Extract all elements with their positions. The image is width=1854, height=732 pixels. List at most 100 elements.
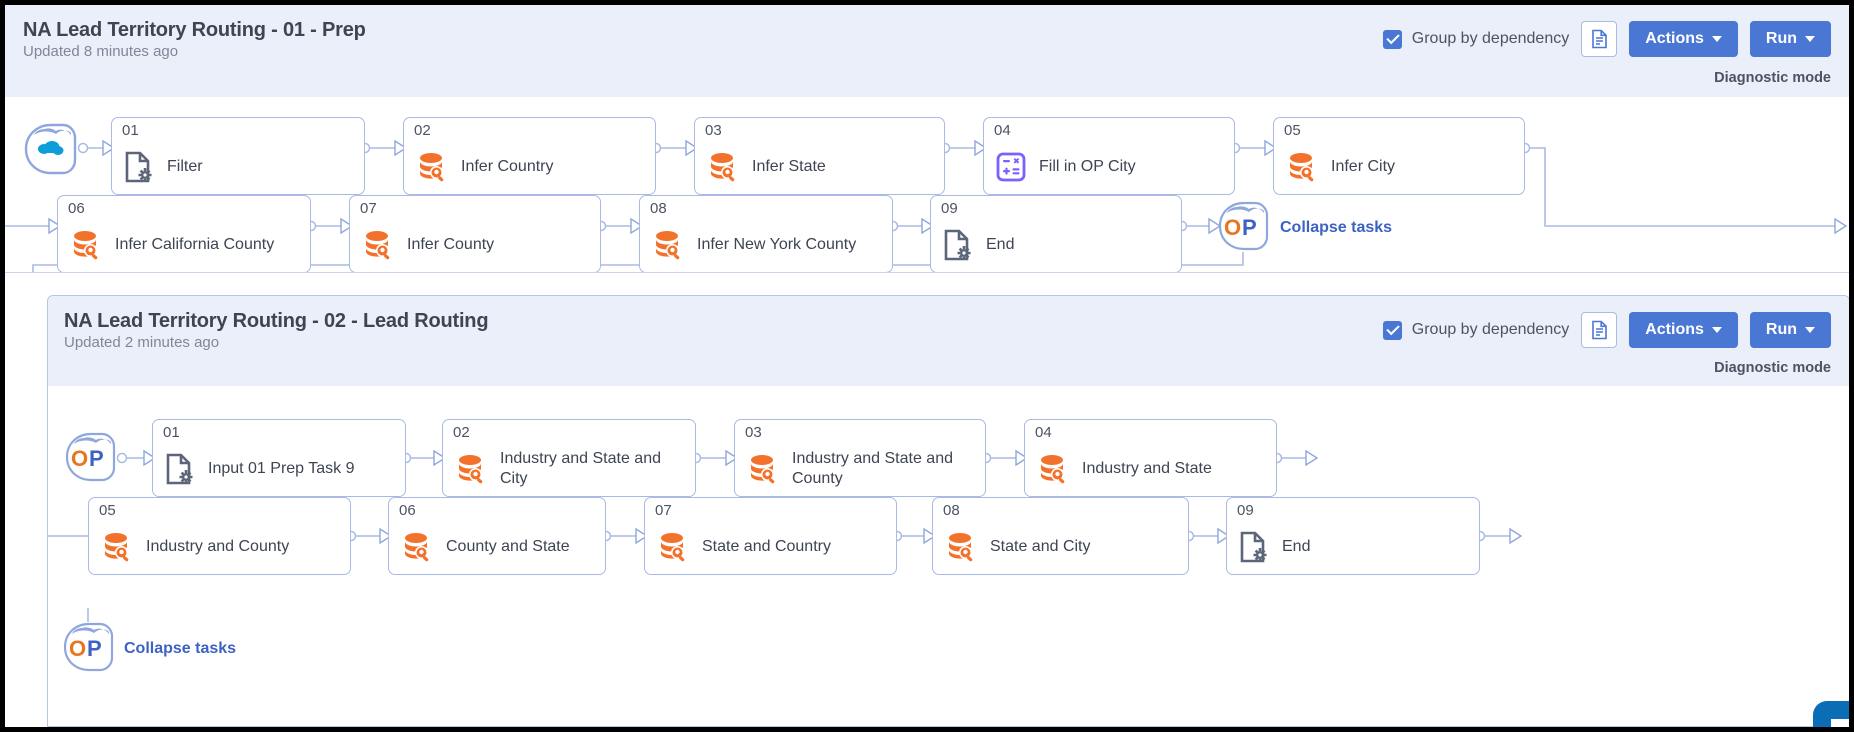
task-label: State and Country [702,537,831,555]
updated-timestamp: Updated 8 minutes ago [23,43,179,60]
database-search-icon [949,533,973,562]
task-card[interactable]: 06 County and State [388,497,606,575]
actions-button[interactable]: Actions [1629,312,1738,348]
op-source-badge-lead-routing[interactable]: O P [64,432,116,484]
group-by-dependency-label: Group by dependency [1411,30,1570,47]
task-number: 08 [943,502,960,519]
diagnostic-mode-label: Diagnostic mode [1714,70,1831,86]
op-collapse-badge-lead-routing[interactable]: O P [62,622,114,674]
task-label: Filter [167,157,203,175]
salesforce-cloud-icon [24,123,77,175]
actions-label: Actions [1645,321,1704,338]
page-title: NA Lead Territory Routing - 01 - Prep [23,19,366,41]
document-button[interactable] [1581,312,1618,348]
database-search-icon [656,231,680,260]
op-badge-icon: O P [1218,201,1269,251]
svg-text:P: P [1242,215,1257,240]
chat-widget-button[interactable] [1787,687,1849,727]
database-search-icon [661,533,685,562]
task-card[interactable]: 07 Infer County [349,195,601,273]
database-search-icon [105,533,129,562]
database-search-icon [459,455,483,484]
op-badge-icon: O P [65,432,116,482]
svg-text:O: O [69,636,86,661]
file-settings-icon [125,151,152,183]
database-search-icon [1041,455,1065,484]
checkbox-icon[interactable] [1382,29,1402,49]
task-label: Industry and State [1082,459,1212,477]
chevron-down-icon [1711,327,1722,333]
collapse-tasks-link-prep[interactable]: Collapse tasks [1280,219,1393,236]
task-number: 01 [122,122,139,139]
database-search-icon [751,455,775,484]
task-card[interactable]: 06 Infer California County [57,195,311,273]
task-label: Infer County [407,235,495,253]
task-number: 07 [655,502,672,519]
task-number: 09 [941,200,958,217]
task-card[interactable]: 03 Industry and State and County [734,419,986,497]
pipeline-section-lead-routing: NA Lead Territory Routing - 02 - Lead Ro… [5,273,1849,727]
task-card[interactable]: 09 End [1226,497,1480,575]
task-card[interactable]: 01 Filter [111,117,365,195]
database-search-icon [1290,153,1314,182]
group-by-dependency-toggle[interactable]: Group by dependency [1382,29,1570,49]
task-number: 09 [1237,502,1254,519]
task-number: 06 [399,502,416,519]
task-card[interactable]: 02 Infer Country [403,117,656,195]
task-label: Infer State [752,157,826,175]
group-by-dependency-toggle[interactable]: Group by dependency [1382,320,1569,340]
svg-text:P: P [89,446,104,471]
run-label: Run [1765,30,1797,47]
file-settings-icon [944,229,971,261]
section-header-prep: NA Lead Territory Routing - 01 - Prep Up… [5,5,1849,97]
diagnostic-mode-label: Diagnostic mode [1714,360,1831,376]
document-icon [1591,320,1607,340]
task-label: County and State [446,537,570,555]
task-number: 04 [1035,424,1052,441]
task-number: 05 [1284,122,1301,139]
task-label: Input 01 Prep Task 9 [208,459,355,477]
checkbox-icon[interactable] [1382,320,1402,340]
task-label: Fill in OP City [1039,157,1136,175]
task-card[interactable]: 05 Infer City [1273,117,1525,195]
task-card[interactable]: 02 Industry and State and City [442,419,696,497]
task-card[interactable]: 04 Industry and State [1024,419,1277,497]
salesforce-source-badge[interactable] [23,122,77,175]
task-label: Infer City [1331,157,1396,175]
database-search-icon [711,153,735,182]
page-title: NA Lead Territory Routing - 02 - Lead Ro… [64,310,489,332]
task-card[interactable]: 04 Fill in OP City [983,117,1235,195]
op-target-badge-prep[interactable]: O P [1217,201,1269,253]
section-toolbar-lead-routing: Group by dependency Actions [1382,312,1831,348]
database-search-icon [405,533,429,562]
task-label: End [1282,537,1311,555]
task-card[interactable]: 01 Input 01 Prep Task 9 [152,419,406,497]
task-label: Industry and County [146,537,290,555]
collapse-tasks-link-lead-routing[interactable]: Collapse tasks [124,640,237,657]
task-card[interactable]: 08 State and City [932,497,1189,575]
task-card[interactable]: 09 End [930,195,1182,273]
task-label: End [986,235,1015,253]
run-button[interactable]: Run [1749,312,1831,348]
task-label: Infer New York County [697,235,857,253]
task-card[interactable]: 08 Infer New York County [639,195,893,273]
actions-button[interactable]: Actions [1629,21,1738,57]
document-button[interactable] [1581,21,1618,57]
task-number: 03 [705,122,722,139]
task-label: Industry and State and County [792,449,953,487]
document-icon [1591,29,1607,49]
task-card[interactable]: 03 Infer State [694,117,945,195]
svg-text:O: O [71,446,88,471]
section-divider [5,272,1849,273]
task-number: 08 [650,200,667,217]
run-button[interactable]: Run [1749,21,1831,57]
task-number: 03 [745,424,762,441]
section-card-lead-routing: NA Lead Territory Routing - 02 - Lead Ro… [47,295,1849,727]
task-card[interactable]: 07 State and Country [644,497,897,575]
task-card[interactable]: 05 Industry and County [88,497,351,575]
actions-label: Actions [1645,30,1704,47]
task-number: 07 [360,200,377,217]
svg-text:P: P [87,636,102,661]
task-label: State and City [990,537,1091,555]
